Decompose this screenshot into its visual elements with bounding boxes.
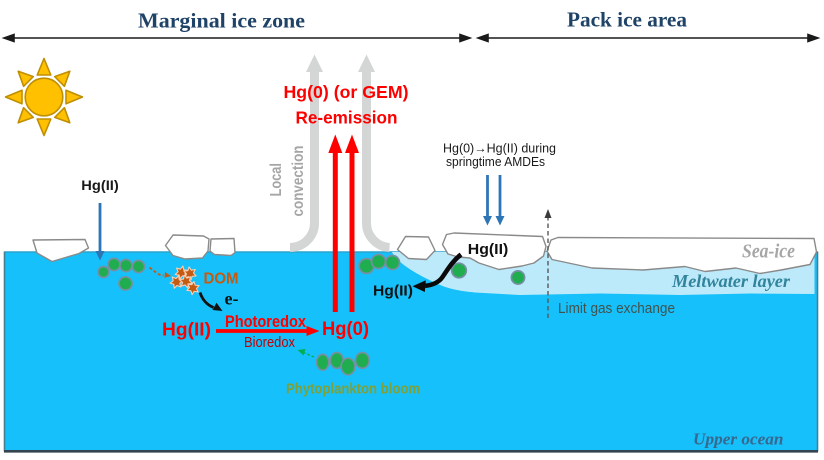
svg-text:springtime AMDEs: springtime AMDEs <box>446 154 545 169</box>
svg-text:Hg(0): Hg(0) <box>322 318 369 340</box>
svg-text:Hg(II): Hg(II) <box>468 242 509 258</box>
svg-text:Local: Local <box>268 163 285 197</box>
svg-text:Limit gas exchange: Limit gas exchange <box>558 300 675 317</box>
svg-text:Pack ice area: Pack ice area <box>567 8 687 32</box>
svg-text:Hg(II): Hg(II) <box>81 177 119 193</box>
svg-text:Re-emission: Re-emission <box>296 107 398 127</box>
svg-text:Bioredox: Bioredox <box>244 334 295 351</box>
svg-text:Photoredox: Photoredox <box>225 313 307 331</box>
svg-text:DOM: DOM <box>204 270 239 287</box>
svg-text:Hg(0) (or GEM): Hg(0) (or GEM) <box>284 82 409 102</box>
svg-text:Hg(II): Hg(II) <box>162 319 211 340</box>
svg-text:Upper ocean: Upper ocean <box>693 430 784 449</box>
svg-text:e-: e- <box>225 289 239 309</box>
svg-text:convection: convection <box>290 146 307 217</box>
svg-text:Hg(II): Hg(II) <box>373 284 413 300</box>
svg-text:Hg(0)→Hg(II) during: Hg(0)→Hg(II) during <box>443 141 556 156</box>
svg-text:Marginal ice zone: Marginal ice zone <box>138 9 305 33</box>
svg-text:Phytoplankton bloom: Phytoplankton bloom <box>286 381 420 398</box>
svg-text:Meltwater layer: Meltwater layer <box>671 271 791 291</box>
svg-text:Sea-ice: Sea-ice <box>742 241 795 263</box>
